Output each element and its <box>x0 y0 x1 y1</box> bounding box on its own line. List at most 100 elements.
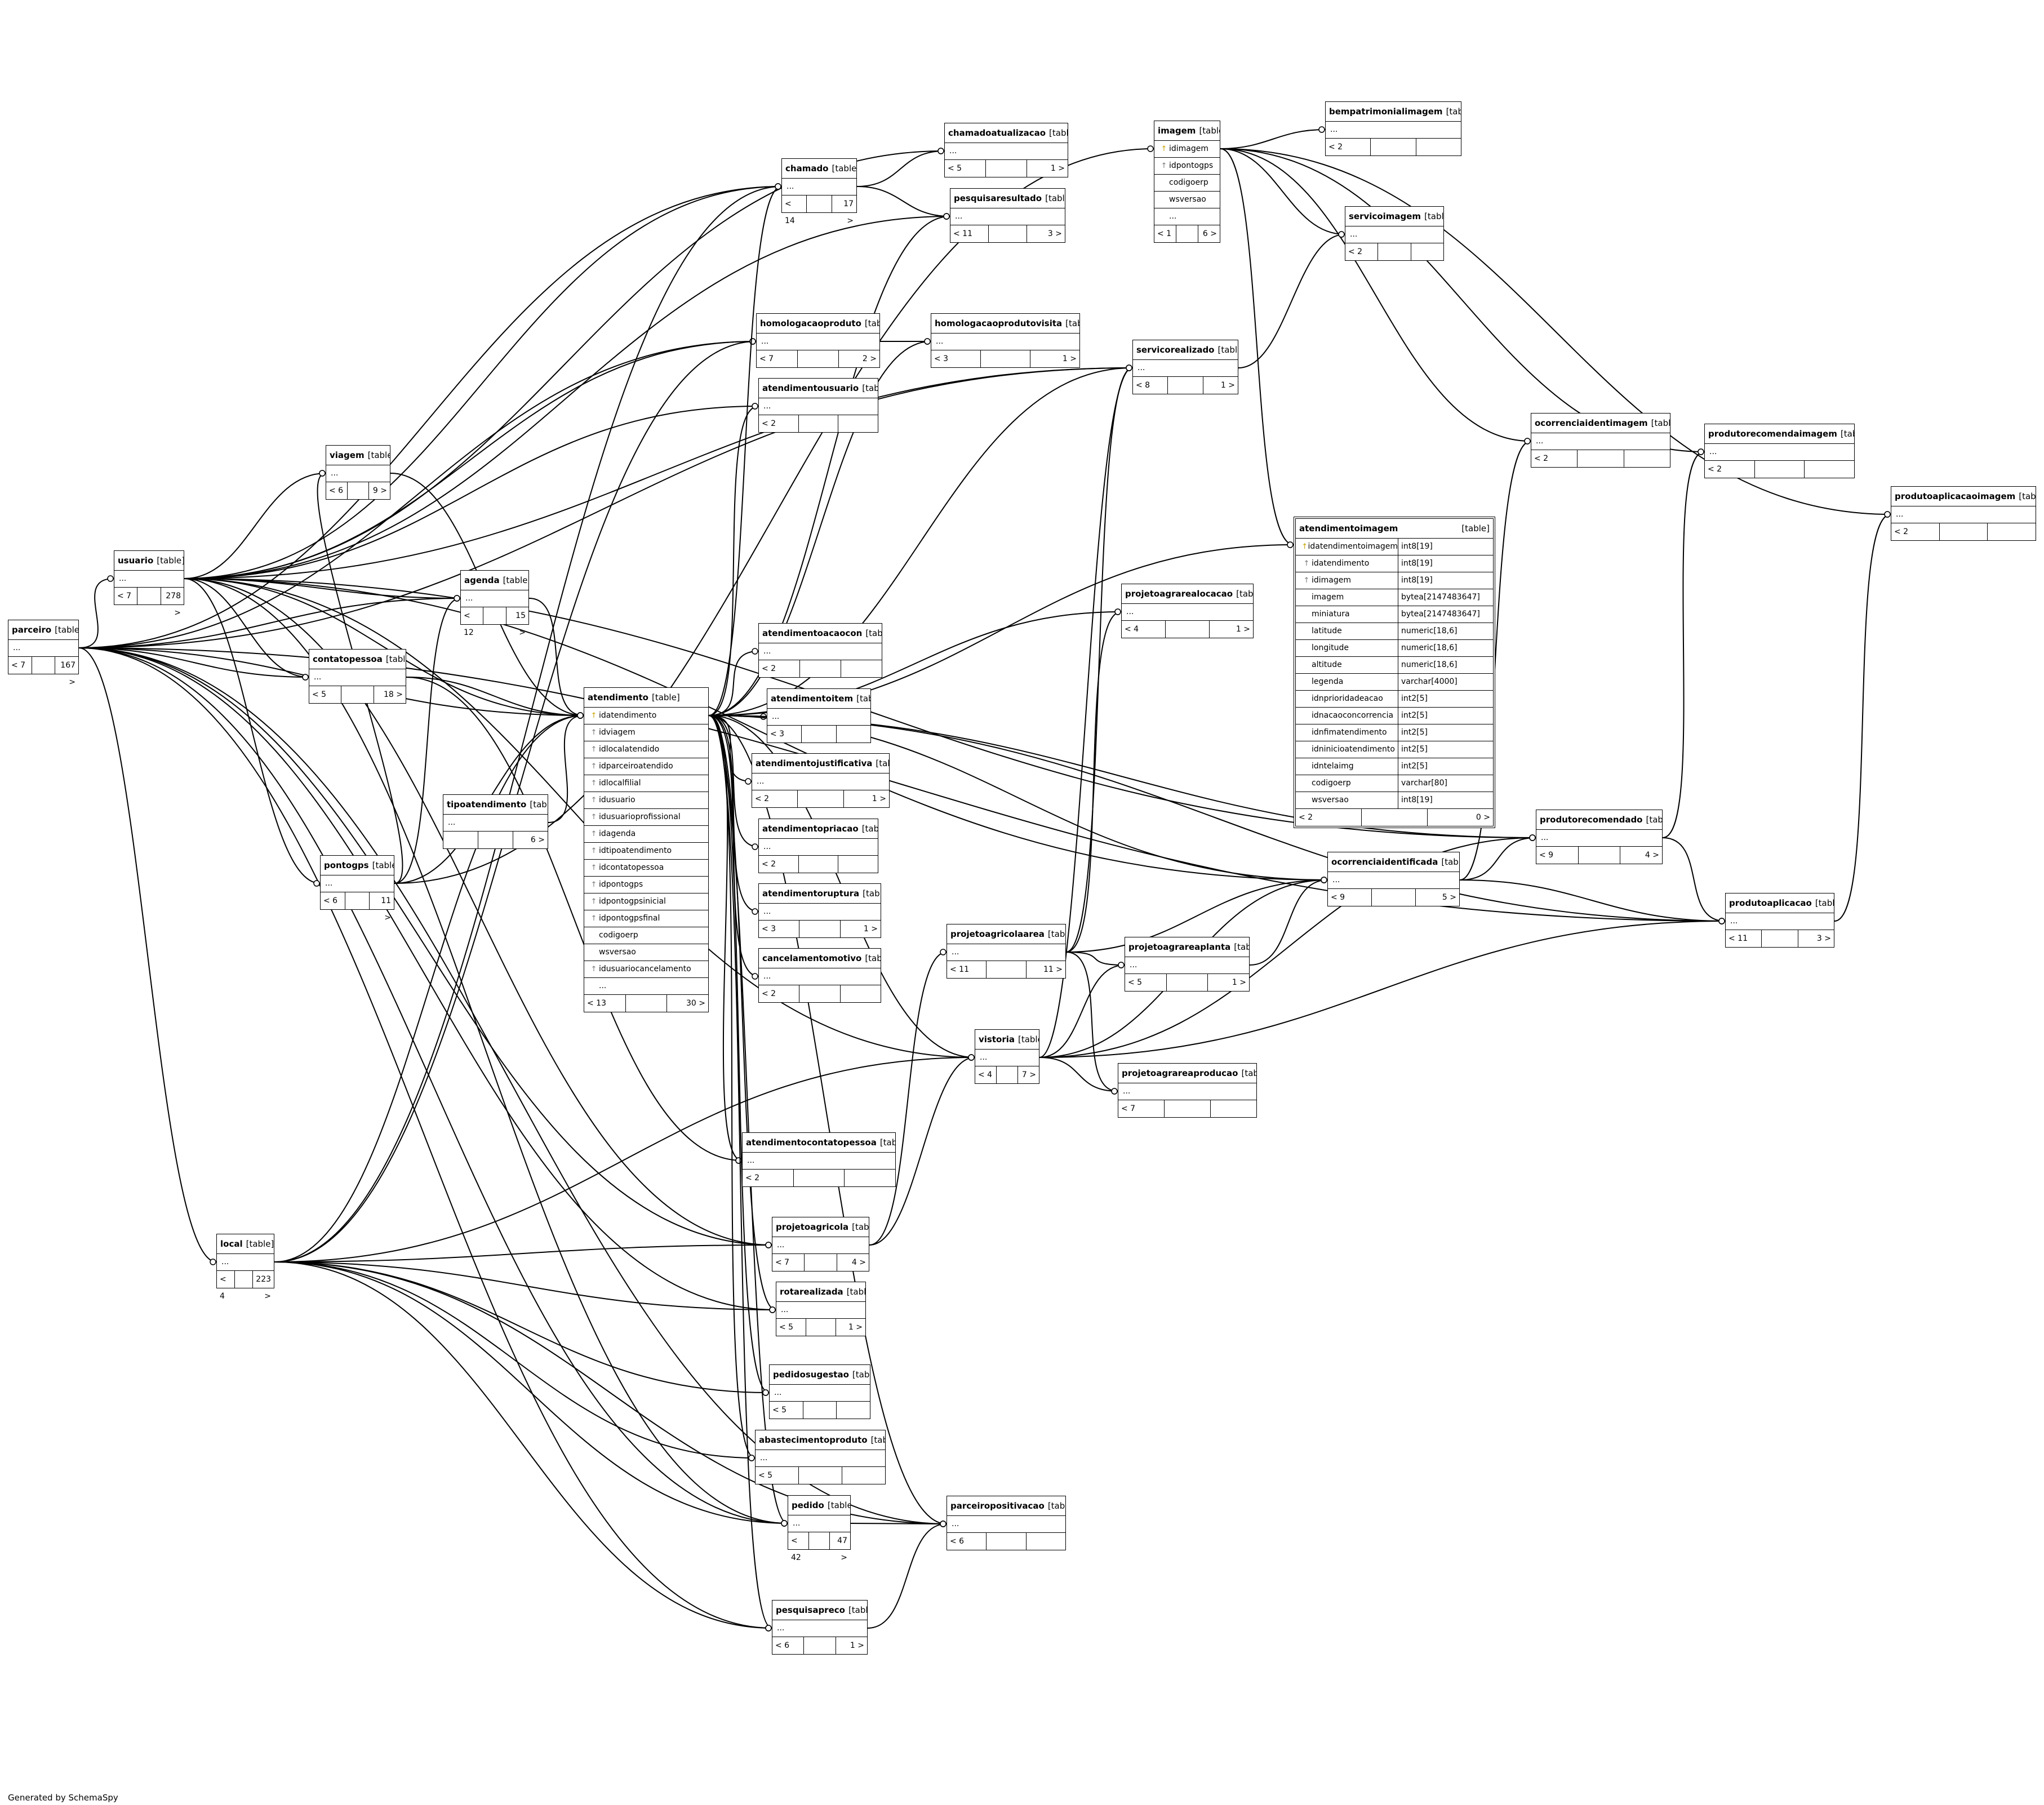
parent-count[interactable]: < 6 <box>321 892 345 909</box>
parent-count[interactable]: < 7 <box>114 588 138 604</box>
child-count[interactable] <box>1988 523 2036 540</box>
child-count[interactable]: 1 > <box>850 1641 864 1650</box>
table-projetoagricola[interactable]: projetoagricola[table]...< 74 > <box>772 1217 869 1271</box>
parent-count[interactable]: < 2 <box>759 415 799 432</box>
parent-count[interactable]: < 2 <box>1296 809 1362 826</box>
child-count[interactable] <box>1416 139 1461 155</box>
table-abastecimentoproduto[interactable]: abastecimentoproduto[table]...< 5 <box>755 1430 886 1484</box>
child-count[interactable]: 47 > <box>837 1536 847 1562</box>
child-count[interactable]: 4 > <box>851 1258 866 1267</box>
child-count[interactable]: 4 > <box>1645 851 1660 860</box>
child-count[interactable]: 0 > <box>1476 813 1490 822</box>
parent-count[interactable]: < 5 <box>756 1467 799 1484</box>
child-count[interactable]: 223 > <box>256 1275 272 1301</box>
parent-count[interactable]: < 7 <box>757 350 798 367</box>
table-atendimentoimagem[interactable]: atendimentoimagem[table]↑idatendimentoim… <box>1294 517 1495 828</box>
table-atendimentopriacao[interactable]: atendimentopriacao[table]...< 2 <box>758 819 878 873</box>
child-count[interactable]: 6 > <box>530 835 545 844</box>
parent-count[interactable]: < 5 <box>770 1402 803 1419</box>
parent-count[interactable]: < 5 <box>1125 974 1167 991</box>
table-atendimentocontatopessoa[interactable]: atendimentocontatopessoa[table]...< 2 <box>742 1132 896 1187</box>
child-count[interactable] <box>1211 1100 1256 1117</box>
child-count[interactable]: 1 > <box>848 1323 863 1332</box>
child-count[interactable] <box>841 985 881 1002</box>
child-count[interactable] <box>1624 450 1670 467</box>
child-count[interactable] <box>838 856 878 873</box>
child-count[interactable]: 1 > <box>1220 381 1235 390</box>
table-projetoagrareaproducao[interactable]: projetoagrareaproducao[table]...< 7 <box>1118 1063 1257 1118</box>
child-count[interactable] <box>841 660 882 677</box>
child-count[interactable] <box>1027 1533 1065 1550</box>
parent-count[interactable]: < 5 <box>309 686 342 703</box>
parent-count[interactable]: < 5 <box>776 1319 806 1336</box>
parent-count[interactable]: < 1 <box>1154 225 1176 242</box>
parent-count[interactable]: < 12 <box>461 607 484 637</box>
table-produtorecomendaimagem[interactable]: produtorecomendaimagem[table]...< 2 <box>1704 424 1855 478</box>
table-produtorecomendado[interactable]: produtorecomendado[table]...< 94 > <box>1536 810 1663 864</box>
table-projetoagrarealocacao[interactable]: projetoagrarealocacao[table]...< 41 > <box>1121 584 1254 638</box>
parent-count[interactable]: < 2 <box>759 985 800 1002</box>
parent-count[interactable]: < 14 <box>782 195 807 225</box>
parent-count[interactable]: < 4 <box>1122 621 1166 638</box>
parent-count[interactable]: < 2 <box>759 660 800 677</box>
parent-count[interactable]: < 9 <box>1328 889 1372 906</box>
parent-count[interactable]: < 3 <box>759 921 800 937</box>
child-count[interactable]: 5 > <box>1442 893 1456 902</box>
child-count[interactable]: 2 > <box>862 354 877 363</box>
child-count[interactable]: 18 > <box>383 690 403 699</box>
child-count[interactable]: 278 > <box>166 592 181 617</box>
child-count[interactable] <box>845 1170 895 1186</box>
parent-count[interactable]: < 13 <box>584 995 626 1012</box>
child-count[interactable] <box>838 415 878 432</box>
parent-count[interactable]: < 6 <box>772 1637 805 1654</box>
parent-count[interactable] <box>443 832 478 848</box>
parent-count[interactable]: < 2 <box>1531 450 1578 467</box>
table-ocorrenciaidentimagem[interactable]: ocorrenciaidentimagem[table]...< 2 <box>1531 413 1670 468</box>
table-projetoagrareaplanta[interactable]: projetoagrareaplanta[table]...< 51 > <box>1125 937 1250 992</box>
parent-count[interactable]: < 8 <box>1133 377 1168 394</box>
child-count[interactable]: 3 > <box>1047 229 1062 238</box>
table-pesquisapreco[interactable]: pesquisapreco[table]...< 61 > <box>772 1600 868 1655</box>
table-viagem[interactable]: viagem[table]...< 69 > <box>326 445 390 500</box>
child-count[interactable]: 6 > <box>1202 229 1217 238</box>
parent-count[interactable]: < 2 <box>1326 139 1371 155</box>
child-count[interactable]: 167 > <box>60 661 76 687</box>
child-count[interactable]: 9 > <box>372 486 387 495</box>
table-servicoimagem[interactable]: servicoimagem[table]...< 2 <box>1345 206 1444 261</box>
child-count[interactable]: 11 > <box>1043 965 1063 974</box>
table-produtoaplicacao[interactable]: produtoaplicacao[table]...< 113 > <box>1725 893 1834 948</box>
table-ocorrenciaidentificada[interactable]: ocorrenciaidentificada[table]...< 95 > <box>1327 852 1460 906</box>
child-count[interactable]: 1 > <box>1062 354 1077 363</box>
table-homologacaoprodutovisita[interactable]: homologacaoprodutovisita[table]...< 31 > <box>931 313 1080 368</box>
parent-count[interactable]: < 11 <box>947 961 987 978</box>
child-count[interactable]: 1 > <box>1232 978 1247 987</box>
table-cancelamentomotivo[interactable]: cancelamentomotivo[table]...< 2 <box>758 948 881 1003</box>
parent-count[interactable]: < 2 <box>1705 461 1755 478</box>
parent-count[interactable]: < 6 <box>947 1533 987 1550</box>
child-count[interactable] <box>1411 243 1443 260</box>
parent-count[interactable]: < 2 <box>759 856 799 873</box>
parent-count[interactable]: < 11 <box>1726 930 1762 947</box>
table-atendimentoruptura[interactable]: atendimentoruptura[table]...< 31 > <box>758 883 881 938</box>
table-contatopessoa[interactable]: contatopessoa[table]...< 518 > <box>309 649 406 704</box>
parent-count[interactable]: < 2 <box>743 1170 794 1186</box>
table-pontogps[interactable]: pontogps[table]...< 611 > <box>320 855 394 922</box>
child-count[interactable] <box>837 1402 870 1419</box>
parent-count[interactable]: < 7 <box>772 1254 805 1271</box>
parent-count[interactable]: < 6 <box>326 482 348 499</box>
child-count[interactable]: 17 > <box>843 199 854 225</box>
child-count[interactable]: 15 > <box>516 611 526 637</box>
table-servicorealizado[interactable]: servicorealizado[table]...< 81 > <box>1132 340 1238 394</box>
table-bempatrimonialimagem[interactable]: bempatrimonialimagem[table]...< 2 <box>1325 101 1461 156</box>
child-count[interactable]: 3 > <box>1816 934 1831 943</box>
parent-count[interactable]: < 5 <box>945 160 986 177</box>
parent-count[interactable]: < 4 <box>975 1066 997 1083</box>
table-atendimentousuario[interactable]: atendimentousuario[table]...< 2 <box>758 378 878 433</box>
table-atendimento[interactable]: atendimento[table]↑idatendimento↑idviage… <box>584 687 709 1012</box>
table-atendimentoacaocon[interactable]: atendimentoacaocon[table]...< 2 <box>758 623 882 678</box>
